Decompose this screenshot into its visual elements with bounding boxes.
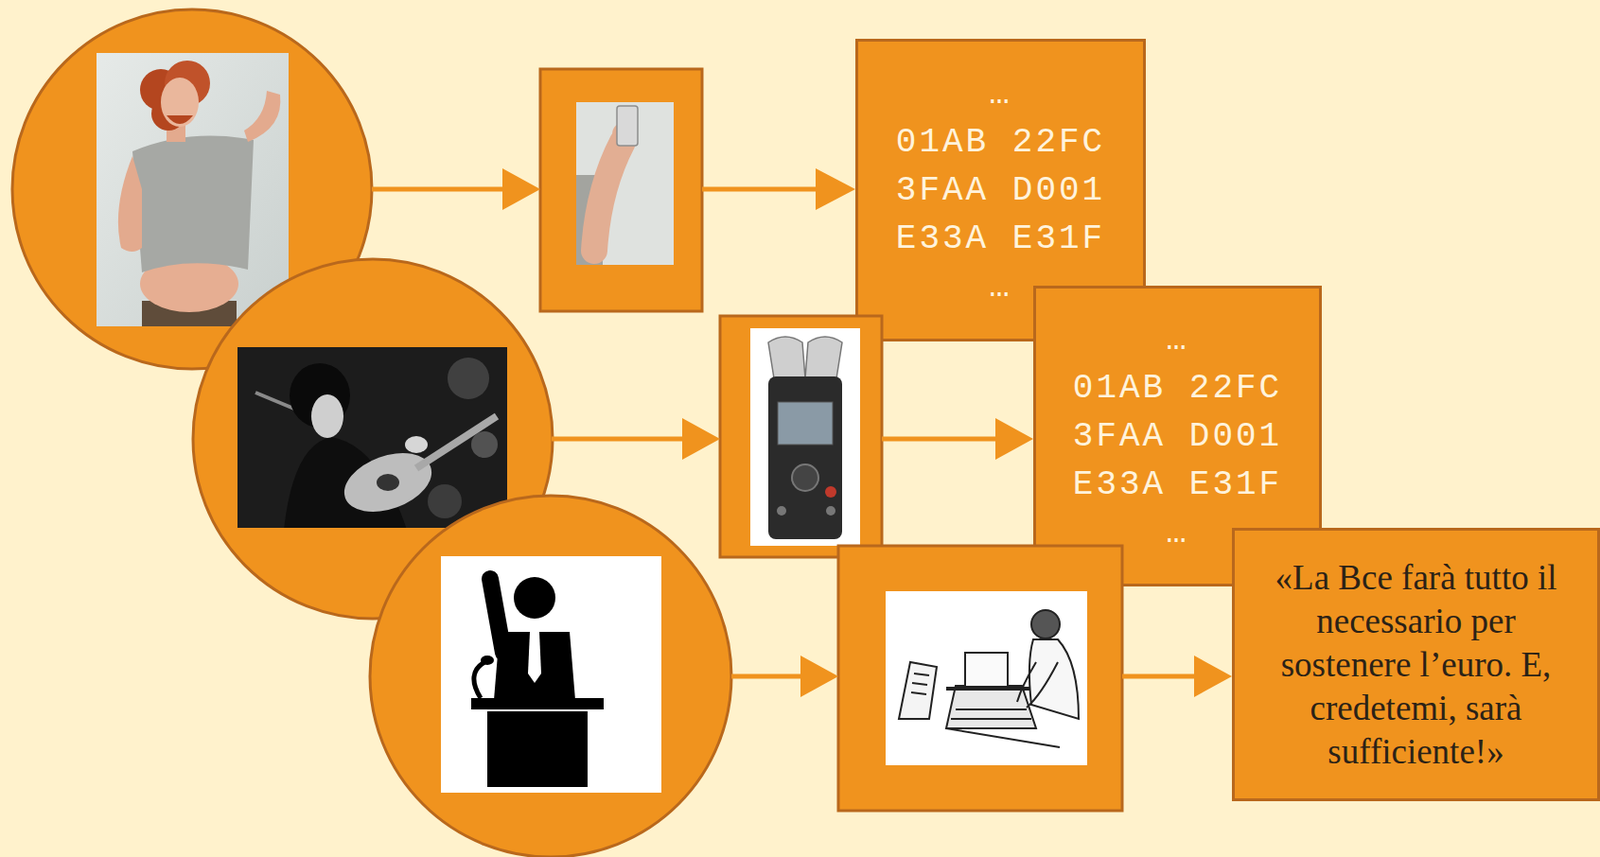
- speaker-icon: [474, 662, 485, 699]
- hex-data: …: [887, 70, 1115, 119]
- camera-box: [540, 69, 703, 312]
- hex-data: 01AB 22FC 3FAA D001 E33A E31F: [887, 118, 1115, 264]
- arrow-head: [815, 168, 856, 211]
- musician-photo: [376, 474, 400, 492]
- typist-drawing: [965, 652, 1008, 687]
- typist-drawing: [946, 685, 1037, 729]
- recorder-photo: [805, 336, 843, 379]
- arrow-head: [682, 418, 721, 460]
- recorder-photo: [777, 402, 833, 445]
- speaker-icon: [487, 711, 588, 788]
- selfie-photo: [594, 141, 623, 251]
- recorder-photo: [750, 328, 861, 546]
- arrow-head: [502, 168, 541, 211]
- typist-drawing: [885, 591, 1088, 766]
- recorder-photo: [826, 506, 836, 516]
- typist-drawing: [946, 728, 1060, 748]
- person-photo: [160, 77, 199, 127]
- data-box: …01AB 22FC 3FAA D001 E33A E31F…: [1033, 285, 1322, 587]
- selfie-photo: [612, 122, 637, 147]
- typist-drawing: [955, 708, 1027, 711]
- musician-photo: [311, 394, 344, 439]
- quote-box: «La Bce farà tutto il necessario per sos…: [1231, 527, 1600, 802]
- typist-box: [838, 545, 1123, 811]
- typist-drawing: [1017, 662, 1037, 703]
- musician-photo: [255, 392, 313, 417]
- musician-photo: [404, 436, 428, 454]
- person-photo: [96, 52, 289, 327]
- recorder-photo: [791, 464, 819, 492]
- recorder-photo: [776, 506, 787, 516]
- arrow-head: [995, 418, 1034, 460]
- hex-data: …: [1064, 316, 1292, 365]
- typist-drawing: [912, 683, 928, 686]
- typist-drawing: [885, 591, 1088, 766]
- musician-photo: [416, 416, 497, 469]
- typist-drawing: [898, 662, 937, 720]
- speaker-icon: [513, 577, 556, 619]
- person-photo: [140, 69, 182, 111]
- musician-photo: [283, 437, 407, 528]
- selfie-photo: [576, 102, 674, 265]
- person-photo: [166, 121, 186, 142]
- recorder-photo: [750, 328, 861, 546]
- musician-photo: [447, 357, 490, 400]
- selfie-photo: [616, 105, 638, 146]
- selfie-photo: [576, 175, 603, 265]
- musician-circle: [193, 259, 553, 619]
- hex-data: …: [887, 263, 1115, 312]
- typist-drawing: [950, 718, 1032, 721]
- person-photo: [132, 136, 254, 273]
- speaker-icon: [471, 698, 604, 710]
- typist-drawing: [946, 686, 1032, 691]
- speaker-icon: [440, 556, 662, 793]
- speaker-circle: [369, 495, 732, 857]
- hex-data: 01AB 22FC 3FAA D001 E33A E31F: [1064, 364, 1292, 510]
- musician-photo: [335, 441, 440, 523]
- speaker-icon: [480, 655, 494, 666]
- musician-photo: [237, 347, 508, 528]
- recorder-photo: [768, 376, 843, 540]
- flow-arrow: [731, 674, 803, 680]
- musician-photo: [427, 484, 462, 519]
- person-photo: [164, 60, 211, 106]
- musician-photo: [289, 363, 351, 428]
- musician-photo: [471, 431, 498, 458]
- person-circle: [12, 9, 372, 370]
- person-photo: [118, 156, 142, 252]
- flow-arrow: [1122, 674, 1196, 680]
- speaker-icon: [440, 556, 662, 793]
- person-photo: [96, 52, 289, 327]
- typist-drawing: [914, 673, 930, 676]
- arrow-head: [800, 655, 839, 698]
- quote-text: «La Bce farà tutto il necessario per sos…: [1255, 556, 1578, 774]
- person-photo: [166, 115, 194, 124]
- speaker-icon: [527, 632, 542, 684]
- typist-drawing: [1026, 662, 1058, 708]
- typist-drawing: [1029, 639, 1079, 720]
- person-photo: [244, 90, 281, 142]
- recorder-photo: [825, 486, 837, 498]
- person-photo: [151, 96, 186, 131]
- person-photo: [140, 255, 239, 313]
- recorder-photo: [768, 336, 806, 379]
- speaker-icon: [493, 632, 576, 701]
- data-box: …01AB 22FC 3FAA D001 E33A E31F…: [855, 38, 1146, 342]
- selfie-photo: [576, 102, 674, 265]
- speaker-icon: [490, 579, 504, 653]
- person-photo: [141, 300, 237, 327]
- recorder-box: [720, 316, 882, 558]
- musician-photo: [237, 347, 508, 528]
- flow-arrow: [371, 187, 507, 193]
- typist-drawing: [911, 692, 927, 695]
- flow-arrow: [551, 437, 685, 442]
- typist-drawing: [1031, 610, 1060, 639]
- flow-arrow: [702, 187, 820, 193]
- flow-arrow: [881, 437, 998, 442]
- hex-data: …: [1064, 509, 1292, 558]
- arrow-head: [1194, 655, 1232, 698]
